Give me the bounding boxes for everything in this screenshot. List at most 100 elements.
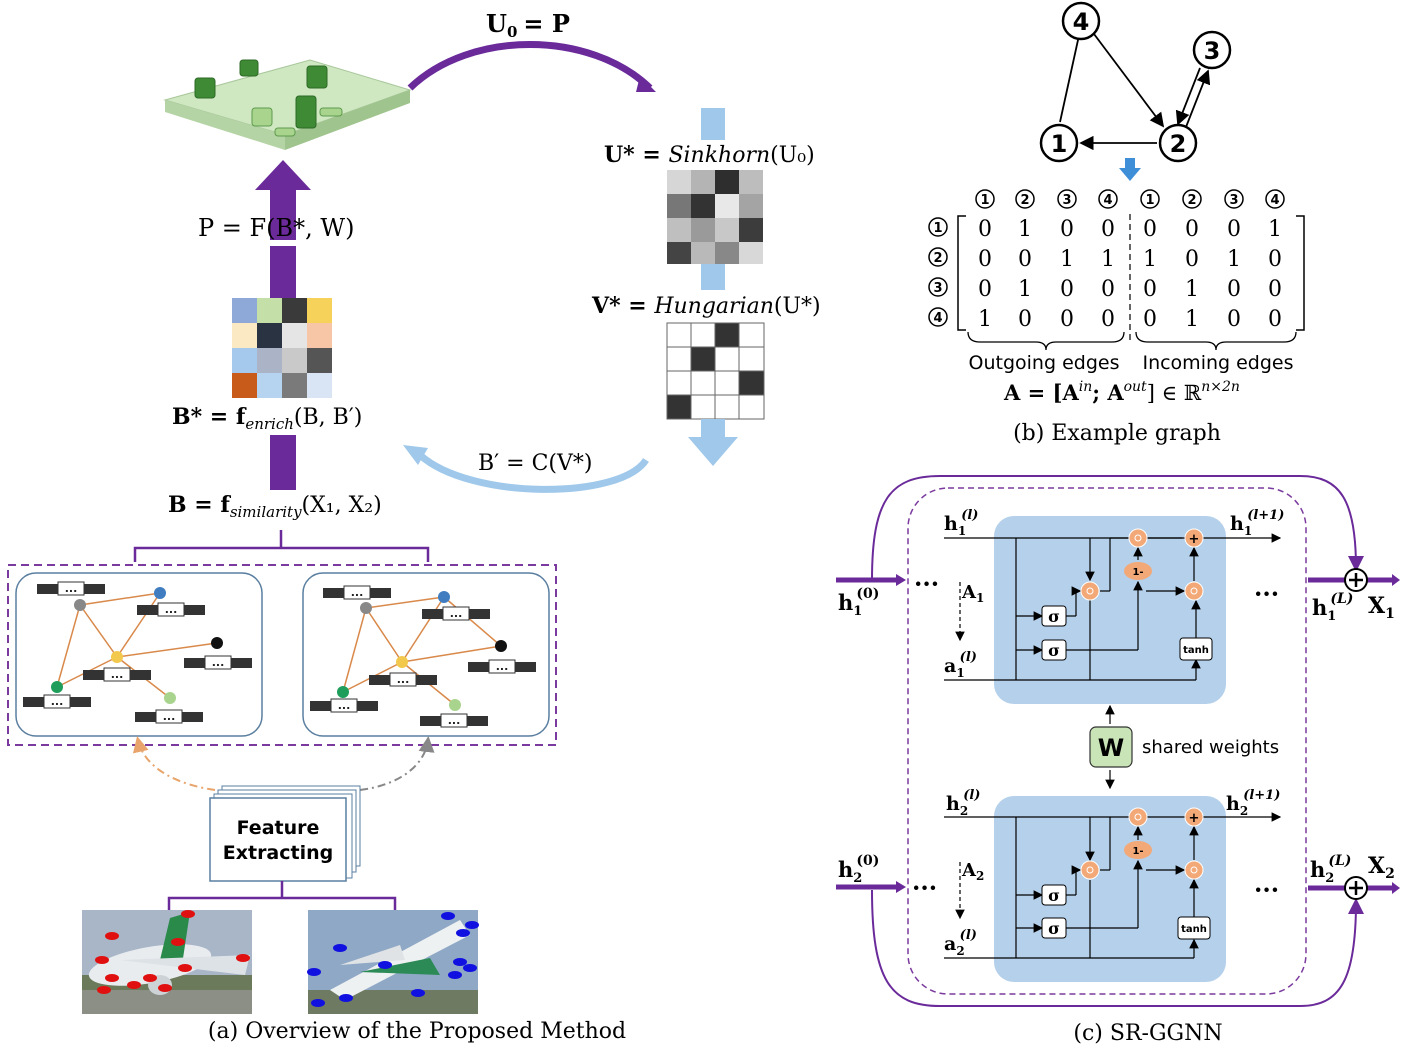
h1-L-label: h1(L) xyxy=(1312,591,1353,624)
svg-text:0: 0 xyxy=(1143,217,1157,242)
svg-text:1: 1 xyxy=(1060,247,1074,272)
gate-multiply-icon xyxy=(1080,581,1100,601)
svg-text:1: 1 xyxy=(1185,307,1199,332)
eq-p: P = F(B*, W) xyxy=(198,214,354,242)
node-3: 3 xyxy=(1204,37,1221,65)
graphs-frame xyxy=(7,564,557,746)
panel-b: 4 3 1 2 1 2 3 4 1 2 3 4 1 2 3 4 xyxy=(928,1,1305,446)
svg-text:4: 4 xyxy=(933,311,942,326)
b-prime-arc-arrow xyxy=(417,452,649,493)
sigma-gate xyxy=(1041,917,1067,939)
node-feature-label: ... xyxy=(165,603,178,616)
svg-text:0: 0 xyxy=(1268,247,1282,272)
svg-text:1: 1 xyxy=(978,307,992,332)
airplane-image-left xyxy=(82,910,252,1014)
node-feature-label: ... xyxy=(65,582,78,595)
a1-l-label: a1(l) xyxy=(944,650,977,680)
eq-b: B = fsimilarity(X₁, X₂) xyxy=(168,492,382,521)
dots-right-top: ··· xyxy=(1254,579,1279,608)
node-feature-label: ... xyxy=(351,586,364,599)
A1-label: A1 xyxy=(961,582,984,605)
plus-circle-icon xyxy=(1344,876,1368,900)
svg-text:2: 2 xyxy=(1020,193,1029,208)
matrix-col-headers: 1 2 3 4 1 2 3 4 xyxy=(975,189,1285,209)
svg-text:2: 2 xyxy=(933,251,942,266)
h1-l1-label: h1(l+1) xyxy=(1230,508,1284,538)
node-feature-label: ... xyxy=(450,607,463,620)
residual-bottom xyxy=(871,889,1364,1007)
svg-text:0: 0 xyxy=(1101,307,1115,332)
svg-text:1: 1 xyxy=(1268,217,1282,242)
feature-to-right-arrow xyxy=(359,736,435,791)
down-arrow-shaft xyxy=(701,419,725,437)
svg-text:0: 0 xyxy=(1143,277,1157,302)
svg-text:1: 1 xyxy=(933,221,942,236)
b-star-matrix xyxy=(232,298,332,398)
dots-left-top: ··· xyxy=(914,569,939,598)
incoming-edges-label: Incoming edges xyxy=(1142,352,1293,374)
arrow-down-icon xyxy=(1125,158,1135,168)
h1-0-label: h1(0) xyxy=(838,586,879,619)
v-star-connector xyxy=(701,264,725,290)
sigma-gate xyxy=(1041,639,1067,661)
gate-add-icon xyxy=(1184,528,1204,548)
svg-text:0: 0 xyxy=(1060,277,1074,302)
gate-multiply-icon xyxy=(1128,807,1148,827)
graph-nodes: 4 3 1 2 xyxy=(1039,1,1232,163)
u-star-connector xyxy=(701,108,725,140)
node-4: 4 xyxy=(1073,8,1090,36)
svg-text:1: 1 xyxy=(1018,277,1032,302)
svg-text:4: 4 xyxy=(1270,193,1279,208)
shared-weights-label: shared weights xyxy=(1142,737,1279,758)
svg-text:3: 3 xyxy=(1229,193,1238,208)
feature-extracting-box: Feature Extracting xyxy=(209,785,361,882)
svg-text:tanh: tanh xyxy=(1181,924,1207,935)
p-arrow-shaft xyxy=(270,190,296,240)
eq-b-prime: B′ = C(V*) xyxy=(478,451,592,476)
svg-text:3: 3 xyxy=(1062,193,1071,208)
svg-text:0: 0 xyxy=(1227,277,1241,302)
ggnn-cell-top: + 1- σ σ tanh xyxy=(944,516,1282,704)
svg-text:0: 0 xyxy=(1185,247,1199,272)
one-minus-gate xyxy=(1124,841,1152,859)
graph-right: ... ... ... ... ... ... xyxy=(302,572,550,737)
node-1: 1 xyxy=(1051,130,1068,158)
u-star-matrix xyxy=(667,170,763,264)
b-star-arrow xyxy=(270,246,296,298)
a2-l-label: a2(l) xyxy=(944,928,977,958)
svg-text:0: 0 xyxy=(1227,307,1241,332)
eq-u-star: U* = Sinkhorn(U₀) xyxy=(604,142,815,168)
svg-text:0: 0 xyxy=(1268,277,1282,302)
node-feature-label: ... xyxy=(496,660,509,673)
svg-text:0: 0 xyxy=(1268,307,1282,332)
svg-text:0: 0 xyxy=(1101,277,1115,302)
node-feature-label: ... xyxy=(397,673,410,686)
A2-label: A2 xyxy=(961,860,984,883)
node-feature-label: ... xyxy=(212,656,225,669)
feature-label-2: Extracting xyxy=(223,842,334,864)
svg-text:1: 1 xyxy=(1145,193,1154,208)
matrix-row-headers: 1 2 3 4 xyxy=(928,217,948,327)
svg-text:0: 0 xyxy=(978,277,992,302)
b-arrow xyxy=(270,435,296,490)
sigma-gate xyxy=(1041,884,1067,906)
airplane-image-right xyxy=(307,910,479,1014)
x2-label: X2 xyxy=(1368,853,1395,882)
h2-L-label: h2(L) xyxy=(1310,853,1351,886)
svg-text:0: 0 xyxy=(978,247,992,272)
residual-top xyxy=(871,475,1364,581)
svg-text:1-: 1- xyxy=(1132,846,1143,857)
node-feature-label: ... xyxy=(163,710,176,723)
plus-circle-icon xyxy=(1344,568,1368,592)
eq-u0: U0= P xyxy=(486,9,570,41)
feature-platform-icon xyxy=(163,59,412,150)
incoming-brace xyxy=(1135,331,1297,351)
dots-right-bottom: ··· xyxy=(1254,875,1279,904)
outgoing-brace xyxy=(967,331,1125,351)
graph-left: ... ... ... ... ... ... xyxy=(15,572,263,737)
svg-text:0: 0 xyxy=(1143,307,1157,332)
feature-to-left-arrow xyxy=(132,736,216,791)
ggnn-cell-bottom: + 1- σ σ tanh xyxy=(944,796,1282,982)
svg-text:1: 1 xyxy=(1018,217,1032,242)
